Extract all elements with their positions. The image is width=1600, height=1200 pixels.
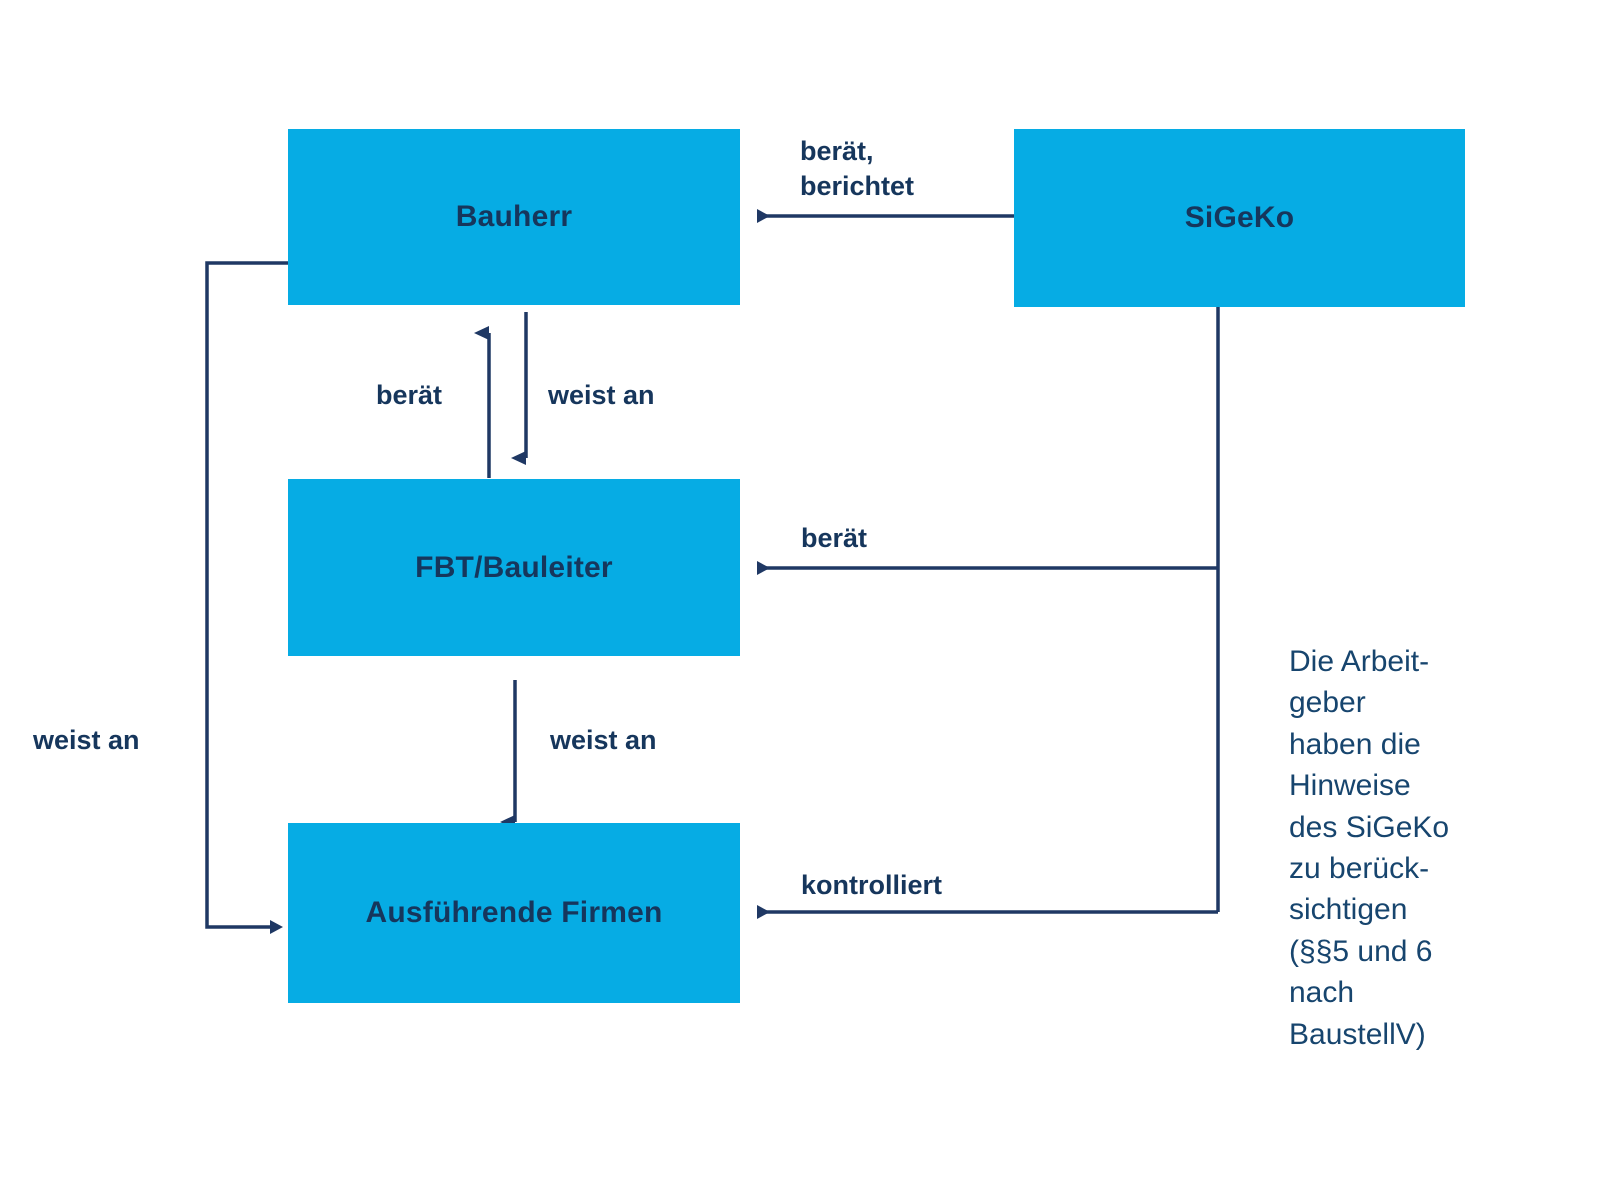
node-ausfuehrende-firmen-label: Ausführende Firmen: [365, 896, 663, 929]
edge-label-sigeko-firmen: kontrolliert: [801, 870, 943, 900]
edge-label-bauherr-firmen: weist an: [33, 725, 140, 755]
edge-label-fbt-firmen: weist an: [550, 725, 657, 755]
node-sigeko-label: SiGeKo: [1184, 201, 1295, 234]
node-ausfuehrende-firmen[interactable]: Ausführende Firmen: [288, 823, 740, 1003]
node-bauherr[interactable]: Bauherr: [288, 129, 740, 305]
node-bauherr-label: Bauherr: [455, 200, 573, 233]
node-sigeko[interactable]: SiGeKo: [1014, 129, 1465, 307]
edge-label-sigeko-fbt: berät: [801, 523, 868, 553]
edge-label-fbt-bauherr: berät: [376, 380, 443, 410]
node-fbt-bauleiter-label: FBT/Bauleiter: [415, 550, 613, 584]
edge-label-bauherr-fbt: weist an: [548, 380, 655, 410]
node-fbt-bauleiter[interactable]: FBT/Bauleiter: [288, 479, 740, 656]
edge-label-sigeko-bauherr: berät, berichtet: [800, 136, 915, 201]
note-arbeitgeber-hinweise: Die Arbeit- geber haben die Hinweise des…: [1289, 645, 1450, 1051]
wire-bauherr-firmen: [205, 261, 288, 934]
